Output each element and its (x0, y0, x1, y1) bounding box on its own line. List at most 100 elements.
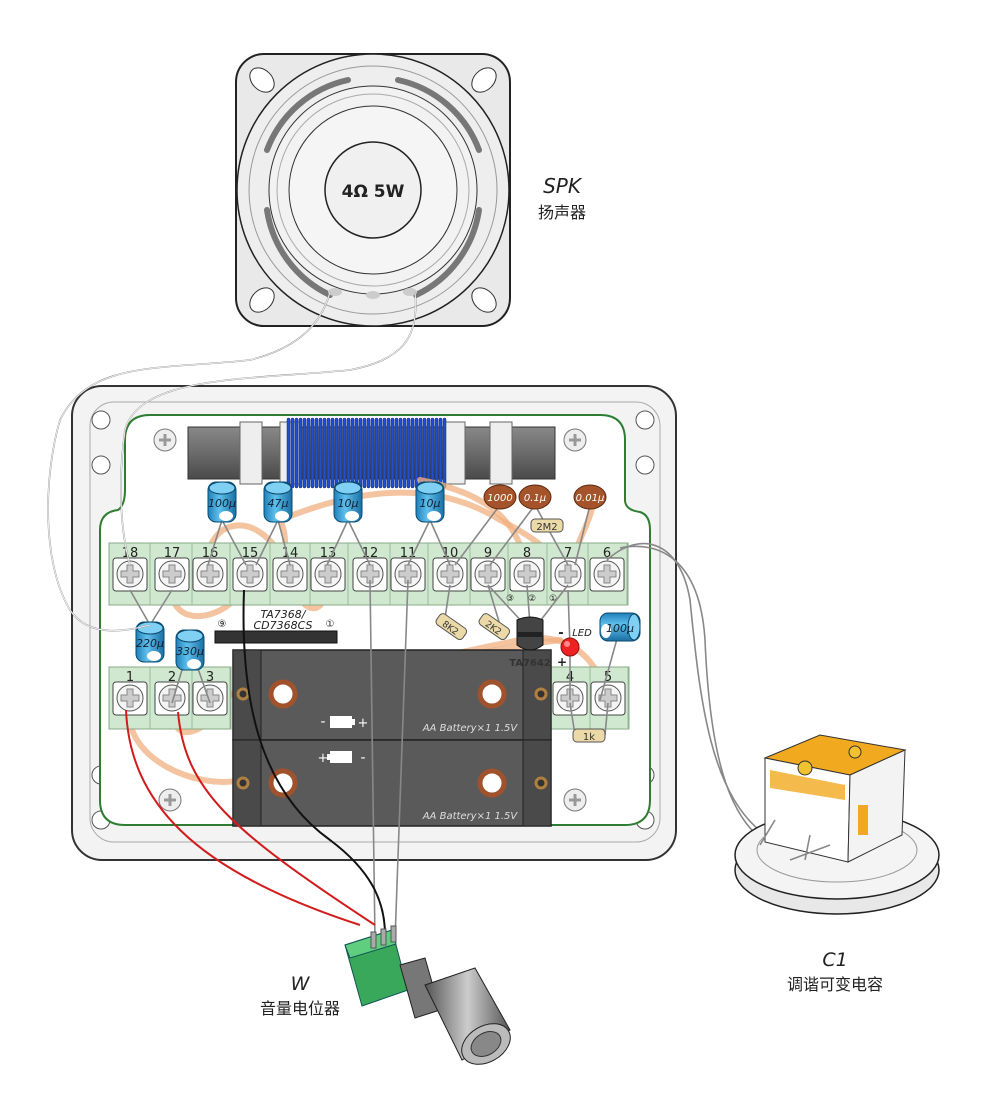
transistor-pin-1: ① (549, 594, 557, 604)
battery-2-minus: - (360, 750, 365, 766)
terminal-15[interactable]: 15 (232, 543, 271, 605)
coil-winding (326, 417, 331, 489)
coil-winding (374, 417, 379, 489)
varcap-label-cn: 调谐可变电容 (787, 975, 883, 994)
terminal-number: 1 (126, 670, 134, 685)
resistor-2m2: 2M2 (530, 518, 564, 533)
terminal-6[interactable]: 6 (589, 543, 628, 605)
coil-winding (366, 417, 371, 489)
transistor-pin-3: ③ (506, 594, 514, 604)
ceramic-capacitor: 1000 (483, 484, 517, 510)
coil-winding (442, 417, 447, 489)
terminal-11[interactable]: 11 (390, 543, 429, 605)
terminal-14[interactable]: 14 (272, 543, 311, 605)
battery-1-plus: + (358, 716, 369, 731)
capacitor-value: 1000 (487, 493, 512, 504)
terminal-1[interactable]: 1 (112, 667, 151, 729)
ceramic-capacitor: 0.01μ (573, 484, 607, 510)
terminal-2[interactable]: 2 (154, 667, 193, 729)
transistor-label: TA7642 (509, 658, 551, 669)
terminal-5[interactable]: 5 (590, 667, 629, 729)
capacitor-value: 10μ (420, 497, 441, 510)
volume-potentiometer[interactable] (344, 925, 518, 1073)
coil-winding (390, 417, 395, 489)
bottom-left-terminal-strip: 1 2 3 (108, 666, 232, 730)
capacitor-value: 330μ (176, 645, 204, 658)
coil-winding (342, 417, 347, 489)
coil-winding (426, 417, 431, 489)
electrolytic-capacitor: 100μ (599, 612, 641, 642)
ic-name-1: TA7368/ (261, 608, 307, 621)
led: - LED + (557, 626, 592, 669)
coil-winding (434, 417, 439, 489)
capacitor-value: 47μ (268, 497, 289, 510)
coil-winding (398, 417, 403, 489)
coil-winding (410, 417, 415, 489)
battery-2-plus: + (318, 751, 329, 766)
battery-2-label: AA Battery×1 1.5V (422, 811, 519, 822)
terminal-18[interactable]: 18 (112, 543, 151, 605)
resistor-1k: 1k (572, 728, 606, 743)
terminal-number: 2 (168, 670, 176, 685)
component-leads (129, 504, 621, 736)
led-label: LED (572, 628, 592, 639)
terminal-number: 16 (202, 546, 219, 561)
coil-winding (334, 417, 339, 489)
electrolytic-capacitor: 220μ (135, 621, 165, 663)
ic-name-2: CD7368CS (253, 619, 312, 632)
led-minus: - (558, 626, 563, 641)
coil-winding (382, 417, 387, 489)
terminal-number: 6 (603, 546, 611, 561)
terminal-8[interactable]: 8 (509, 543, 548, 605)
battery-icon (330, 716, 352, 728)
coil-winding (318, 417, 323, 489)
battery-holder-2: + - AA Battery×1 1.5V (232, 739, 552, 827)
ic-pin-1: ① (326, 619, 335, 630)
speaker-label: SPK (543, 174, 583, 198)
battery-1-label: AA Battery×1 1.5V (422, 723, 519, 734)
terminal-number: 7 (564, 546, 572, 561)
pot-label-cn: 音量电位器 (260, 999, 340, 1018)
terminal-number: 8 (523, 546, 531, 561)
coil-winding (314, 417, 319, 489)
terminal-10[interactable]: 10 (432, 543, 471, 605)
capacitor-value: 220μ (136, 637, 164, 650)
capacitor-value: 100μ (606, 622, 634, 635)
resistor-2m2-label: 2M2 (536, 522, 557, 533)
coil-winding (302, 417, 307, 489)
tuning-variable-capacitor[interactable] (734, 734, 940, 915)
terminal-9[interactable]: 9 (470, 543, 509, 605)
battery-holder-1: - + AA Battery×1 1.5V (232, 649, 552, 741)
coil-winding (354, 417, 359, 489)
capacitor-value: 0.01μ (576, 493, 605, 504)
led-plus: + (557, 655, 567, 669)
transistor-pin-2: ② (528, 594, 536, 604)
terminal-3[interactable]: 3 (192, 667, 231, 729)
coil-winding (438, 417, 443, 489)
electrolytic-capacitor: 330μ (175, 629, 205, 671)
coil-winding (430, 417, 435, 489)
coil-winding (310, 417, 315, 489)
terminal-number: 3 (206, 670, 214, 685)
amplifier-ic: TA7368/ CD7368CS ⑨ ① (214, 608, 338, 644)
coil-winding (350, 417, 355, 489)
coil-winding (378, 417, 383, 489)
ceramic-capacitor: 0.1μ (518, 484, 552, 510)
transistor-ta7642: TA7642 ③ ② ① (506, 594, 557, 669)
terminal-13[interactable]: 13 (310, 543, 349, 605)
external-wires (47, 291, 781, 941)
resistor-2k2: 2K2 (478, 613, 511, 641)
coil-winding (402, 417, 407, 489)
terminal-7[interactable]: 7 (550, 543, 589, 605)
varcap-label: C1 (822, 949, 847, 971)
electrolytic-capacitor: 47μ (263, 481, 293, 523)
electrolytic-capacitor: 10μ (333, 481, 363, 523)
electrolytic-capacitor: 100μ (207, 481, 237, 523)
coil-winding (290, 417, 295, 489)
speaker: 4Ω 5W (235, 53, 511, 327)
ferrite-antenna (187, 417, 556, 489)
coil-winding (330, 417, 335, 489)
